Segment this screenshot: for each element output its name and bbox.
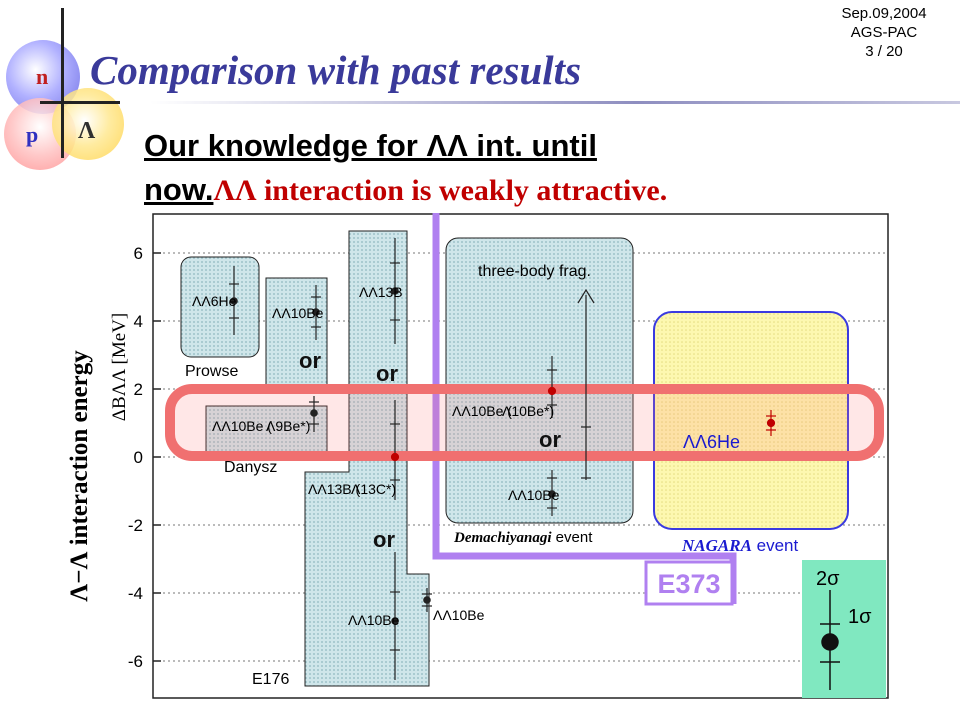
demachiyanagi-name: Demachiyanagi: [453, 530, 552, 546]
logo-n: n: [36, 64, 49, 89]
highlight-band: [165, 384, 884, 461]
three-body-label: three-body frag.: [478, 263, 591, 280]
nuclide-be10-dem-star: Λ10Be*): [502, 403, 554, 419]
point-demachiyanagi-a: [547, 386, 557, 396]
nuclide-b13-mid: ΛΛ13B (: [308, 481, 361, 497]
y-tick-label: -6: [128, 652, 143, 671]
y-tick-label: 2: [134, 380, 143, 399]
point-prowse-he: [230, 297, 238, 305]
nuclide-c13-mid: Λ13C*): [351, 481, 396, 497]
logo-lambda: Λ: [78, 118, 96, 144]
point-demachiyanagi-b: [548, 490, 556, 498]
or-label: or: [376, 361, 398, 386]
y-tick-label: 0: [134, 448, 143, 467]
slide-title: Comparison with past results: [90, 47, 582, 93]
or-label: or: [299, 348, 321, 373]
point-e176-b: [423, 596, 431, 604]
or-label: or: [373, 527, 395, 552]
prowse-label: Prowse: [185, 363, 238, 380]
e176-label: E176: [252, 671, 289, 688]
point-b13-c13: [390, 452, 400, 462]
nuclide-be10-danysz: ΛΛ10Be (: [212, 418, 272, 434]
logo: n p Λ: [0, 0, 124, 170]
slide-venue: AGS-PAC: [850, 24, 918, 41]
logo-p: p: [26, 122, 39, 147]
or-labels: or or or or: [299, 348, 561, 552]
subtitle-line-1: Our knowledge for ΛΛ int. until: [144, 128, 597, 163]
danysz-label: Danysz: [224, 459, 277, 476]
y-tick-label: 4: [134, 312, 143, 331]
logo-horizontal-line: [40, 101, 120, 104]
or-label: or: [539, 427, 561, 452]
nuclide-be10-dem-a: ΛΛ10Be (: [452, 403, 512, 419]
subtitle-conclusion: ΛΛ interaction is weakly attractive.: [213, 174, 668, 207]
sigma-legend-box: [802, 560, 886, 698]
y-tick-label: -4: [128, 584, 143, 603]
logo-vertical-line: [61, 8, 64, 158]
e373-label-box: [644, 560, 734, 606]
nagara-box: [653, 311, 849, 530]
y-tick-label: -2: [128, 516, 143, 535]
nuclide-be9-danysz: Λ9Be*): [266, 418, 310, 434]
subtitle-now: now.: [144, 172, 214, 207]
point-prowse-be: [312, 308, 320, 316]
nuclide-labels: ΛΛ6He ΛΛ10Be ΛΛ10Be ( Λ9Be*) ΛΛ13B ΛΛ13B…: [192, 284, 740, 628]
demachiyanagi-label: Demachiyanagi event: [453, 529, 593, 546]
slide-meta: Sep.09,2004 AGS-PAC 3 / 20: [824, 4, 944, 61]
nuclide-be10-prowse: ΛΛ10Be: [272, 305, 324, 321]
e373-label: E373: [657, 569, 720, 599]
nagara-label: NAGARA event: [681, 536, 799, 555]
title-underline-bar: [150, 101, 960, 104]
three-body-arrow: [577, 288, 595, 304]
y-tick-label: 6: [134, 244, 143, 263]
point-e176-a: [391, 617, 399, 625]
legend-one-sigma: 1σ: [848, 606, 872, 628]
prowse-he-box: [180, 256, 260, 358]
nagara-name: NAGARA: [681, 536, 752, 555]
point-b13: [391, 287, 399, 295]
nuclide-b13-top: ΛΛ13B: [359, 284, 403, 300]
nuclide-be10-e176-a: ΛΛ10Be: [348, 612, 400, 628]
danysz-box: [205, 405, 328, 455]
data-points: [229, 238, 776, 680]
demachiyanagi-suffix: event: [552, 529, 594, 546]
slide-date: Sep.09,2004: [841, 5, 927, 22]
y-tick-labels: 6 4 2 0 -2 -4 -6: [128, 244, 143, 671]
slide-page-number: 3 / 20: [865, 43, 903, 60]
nuclide-he6-nagara: ΛΛ6He: [683, 432, 740, 452]
sigma-legend-marker: [820, 590, 840, 690]
subtitle-line-2: now.ΛΛ interaction is weakly attractive.: [144, 172, 667, 208]
demachiyanagi-box: [445, 237, 634, 524]
y-ticks: [153, 252, 161, 662]
nagara-suffix: event: [752, 536, 799, 555]
legend-two-sigma: 2σ: [816, 568, 840, 590]
logo-circle-lambda: [52, 88, 124, 160]
point-danysz: [310, 409, 318, 417]
point-nagara: [766, 418, 776, 428]
nuclide-be10-e176-b: ΛΛ10Be: [433, 607, 485, 623]
nuclide-be10-dem-b: ΛΛ10Be: [508, 487, 560, 503]
nuclide-he6-prowse: ΛΛ6He: [192, 293, 237, 309]
